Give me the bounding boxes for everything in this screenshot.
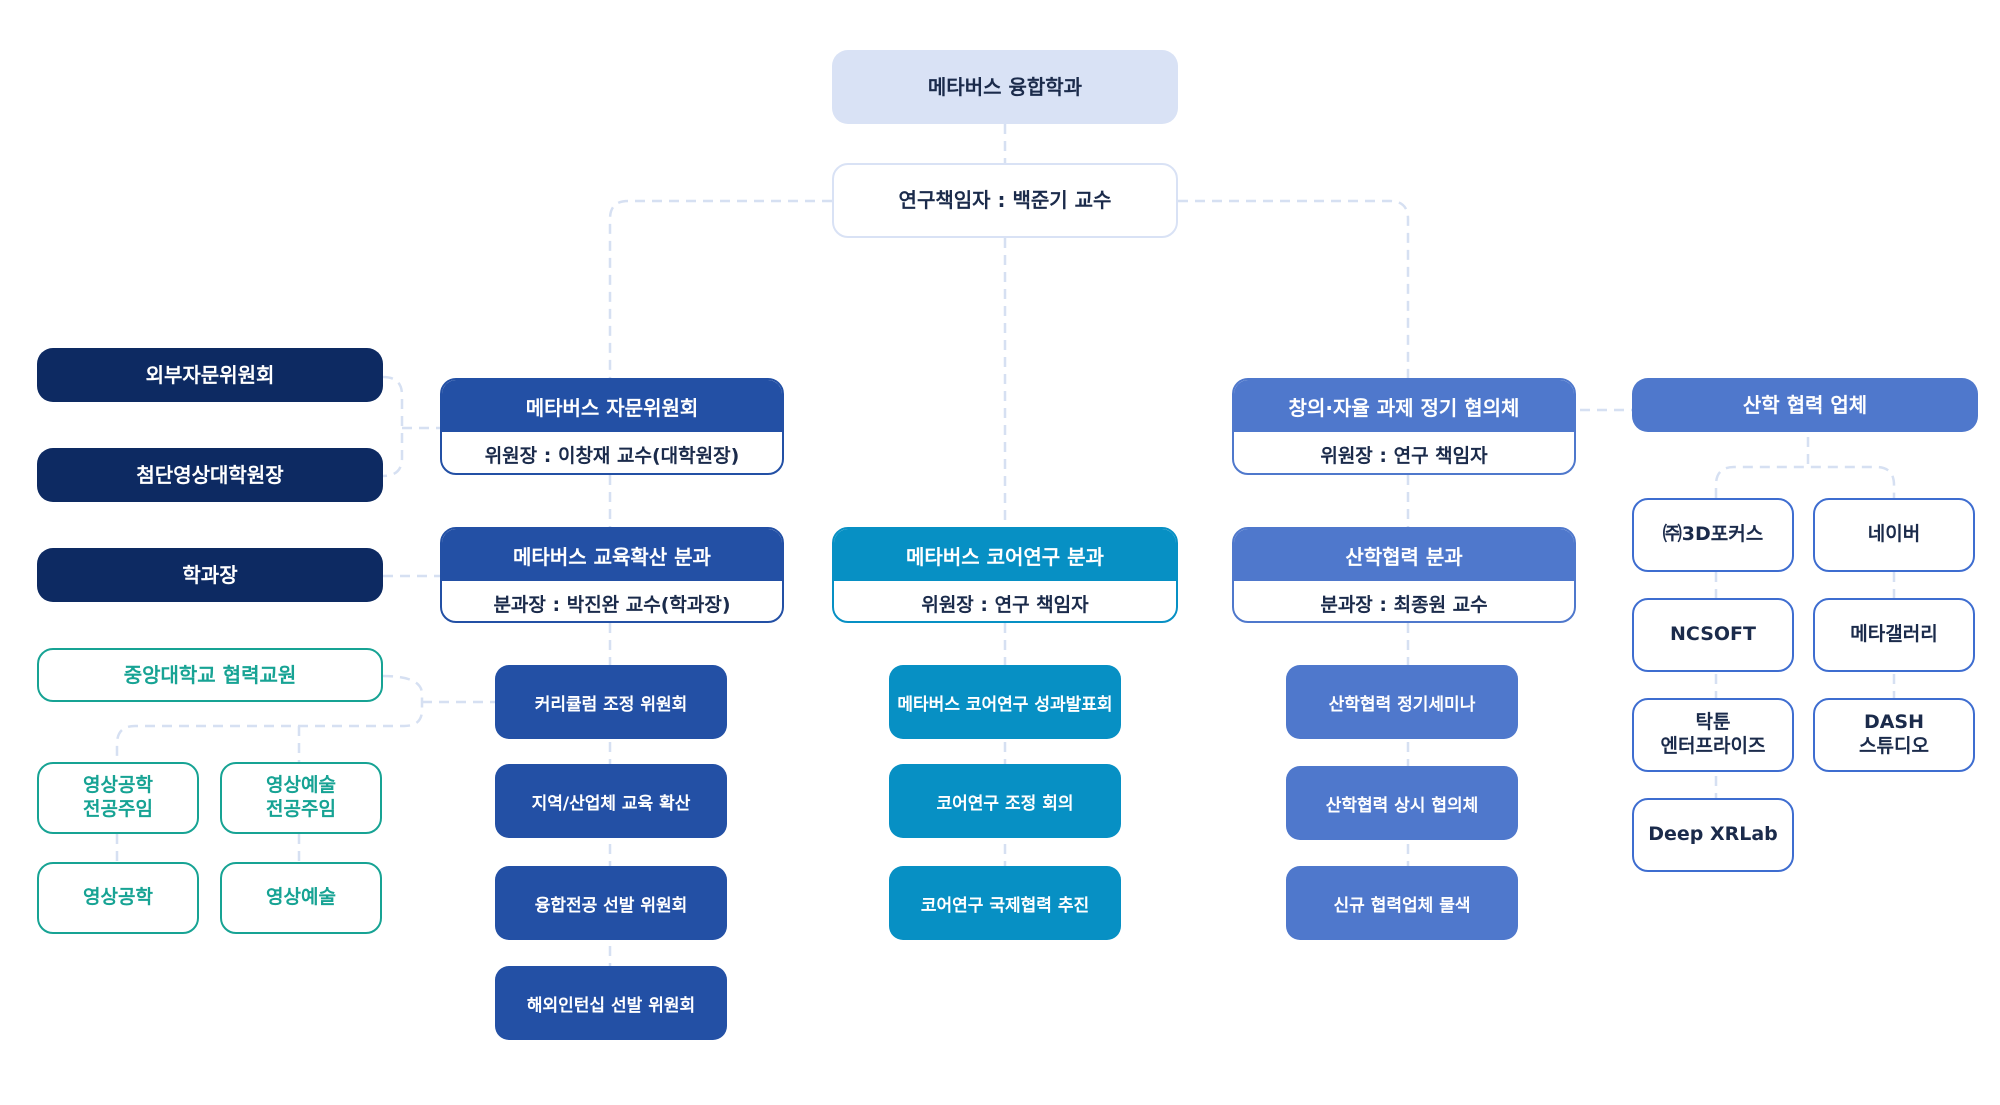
major-head-imaging-engineering: 영상공학 전공주임 xyxy=(37,762,199,834)
industry-division-card: 산학협력 분과 분과장 : 최종원 교수 xyxy=(1232,527,1576,623)
company-dash-studio: DASH 스튜디오 xyxy=(1813,698,1975,772)
education-division-title: 메타버스 교육확산 분과 xyxy=(442,529,782,581)
company-naver: 네이버 xyxy=(1813,498,1975,572)
edu-item: 지역/산업체 교육 확산 xyxy=(495,764,727,838)
advisory-committee-title: 메타버스 자문위원회 xyxy=(442,380,782,432)
core-item: 코어연구 조정 회의 xyxy=(889,764,1121,838)
major-imaging-engineering: 영상공학 xyxy=(37,862,199,934)
regular-council-card: 창의·자율 과제 정기 협의체 위원장 : 연구 책임자 xyxy=(1232,378,1576,475)
regular-council-title: 창의·자율 과제 정기 협의체 xyxy=(1234,380,1574,432)
core-research-division-card: 메타버스 코어연구 분과 위원장 : 연구 책임자 xyxy=(832,527,1178,623)
company-3dfocus: ㈜3D포커스 xyxy=(1632,498,1794,572)
edu-item: 커리큘럼 조정 위원회 xyxy=(495,665,727,739)
major-imaging-arts: 영상예술 xyxy=(220,862,382,934)
industry-division-head: 분과장 : 최종원 교수 xyxy=(1320,593,1488,616)
company-ncsoft: NCSOFT xyxy=(1632,598,1794,672)
department-chair: 학과장 xyxy=(37,548,383,602)
core-item: 메타버스 코어연구 성과발표회 xyxy=(889,665,1121,739)
core-item: 코어연구 국제협력 추진 xyxy=(889,866,1121,940)
partner-faculty: 중앙대학교 협력교원 xyxy=(37,648,383,702)
education-division-card: 메타버스 교육확산 분과 분과장 : 박진완 교수(학과장) xyxy=(440,527,784,623)
industry-item: 산학협력 상시 협의체 xyxy=(1286,766,1518,840)
regular-council-chair: 위원장 : 연구 책임자 xyxy=(1320,444,1488,467)
core-research-division-title: 메타버스 코어연구 분과 xyxy=(834,529,1176,581)
external-advisory-committee: 외부자문위원회 xyxy=(37,348,383,402)
advisory-committee-card: 메타버스 자문위원회 위원장 : 이창재 교수(대학원장) xyxy=(440,378,784,475)
industry-item: 산학협력 정기세미나 xyxy=(1286,665,1518,739)
company-metagallery: 메타갤러리 xyxy=(1813,598,1975,672)
core-research-division-head: 위원장 : 연구 책임자 xyxy=(921,593,1089,616)
industry-item: 신규 협력업체 물색 xyxy=(1286,866,1518,940)
major-head-imaging-arts: 영상예술 전공주임 xyxy=(220,762,382,834)
industry-partners-title: 산학 협력 업체 xyxy=(1632,378,1978,432)
graduate-school-dean: 첨단영상대학원장 xyxy=(37,448,383,502)
edu-item: 융합전공 선발 위원회 xyxy=(495,866,727,940)
edu-item: 해외인턴십 선발 위원회 xyxy=(495,966,727,1040)
education-division-head: 분과장 : 박진완 교수(학과장) xyxy=(493,593,731,616)
company-deep-xrlab: Deep XRLab xyxy=(1632,798,1794,872)
company-taktoon: 탁툰 엔터프라이즈 xyxy=(1632,698,1794,772)
advisory-committee-chair: 위원장 : 이창재 교수(대학원장) xyxy=(484,444,740,467)
department-title: 메타버스 융합학과 xyxy=(832,50,1178,124)
principal-investigator: 연구책임자 : 백준기 교수 xyxy=(832,163,1178,238)
industry-division-title: 산학협력 분과 xyxy=(1234,529,1574,581)
